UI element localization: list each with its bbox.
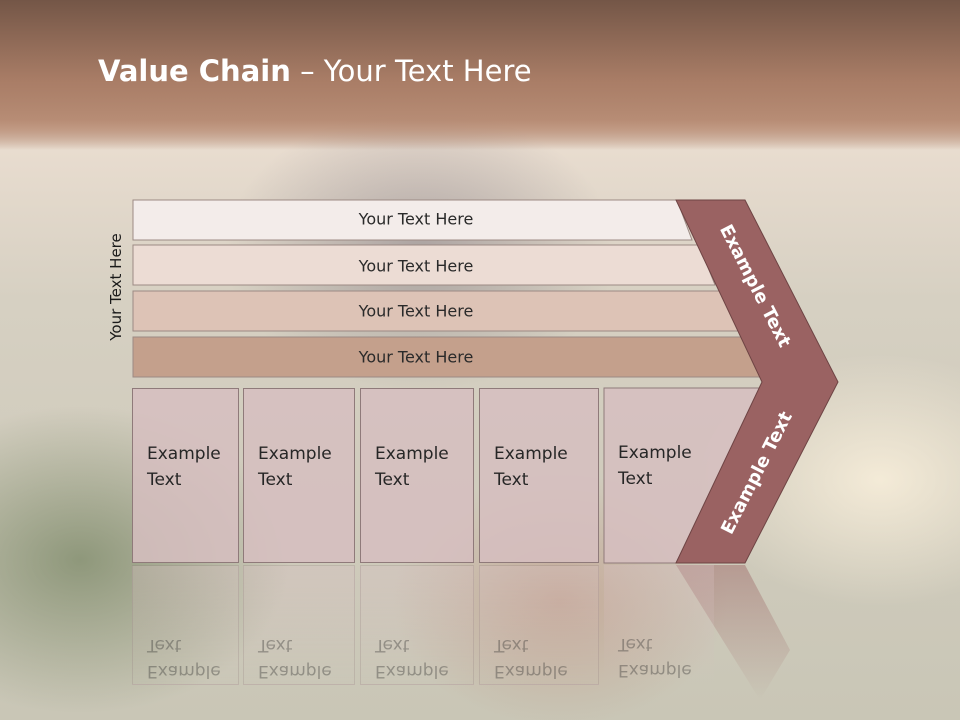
box-text-line1: Example bbox=[618, 443, 692, 463]
reflection-text-line1: Example bbox=[375, 661, 449, 681]
reflection-text-line1: Example bbox=[618, 660, 692, 680]
box-text-line1: Example bbox=[147, 444, 221, 464]
bar-label-4: Your Text Here bbox=[358, 347, 474, 367]
title-bold: Value Chain bbox=[98, 54, 291, 88]
box-reflection-2: Example Text bbox=[243, 565, 355, 685]
bar-shape-1[interactable] bbox=[132, 199, 693, 241]
box-reflection-1: Example Text bbox=[132, 565, 239, 685]
box-text-line2: Text bbox=[618, 469, 653, 489]
reflection-text-line2: Text bbox=[375, 635, 410, 655]
reflection-text-line2: Text bbox=[618, 634, 653, 654]
box-text-line2: Text bbox=[494, 470, 529, 490]
bar-label-3: Your Text Here bbox=[358, 301, 474, 321]
chevron-arrow[interactable] bbox=[675, 199, 839, 564]
reflection-text-line2: Text bbox=[494, 635, 529, 655]
box-reflection-5: Example Text bbox=[604, 565, 714, 685]
reflection-text-line2: Text bbox=[258, 635, 293, 655]
title-rest: – Your Text Here bbox=[290, 54, 532, 88]
reflection-text-line1: Example bbox=[147, 661, 221, 681]
reflection-text-line2: Text bbox=[147, 635, 182, 655]
box-reflection-3: Example Text bbox=[360, 565, 474, 685]
reflection-text-line1: Example bbox=[494, 661, 568, 681]
box-text-line1: Example bbox=[375, 444, 449, 464]
reflection-text-line1: Example bbox=[258, 661, 332, 681]
chevron-reflection bbox=[676, 565, 790, 700]
box-text-line2: Text bbox=[147, 470, 182, 490]
slide-title[interactable]: Value Chain – Your Text Here bbox=[98, 54, 532, 88]
box-text-line1: Example bbox=[494, 444, 568, 464]
bar-label-1: Your Text Here bbox=[358, 209, 474, 229]
bar-shape-2[interactable] bbox=[132, 244, 716, 286]
bar-label-2: Your Text Here bbox=[358, 256, 474, 276]
box-text-line1: Example bbox=[258, 444, 332, 464]
header-band bbox=[0, 0, 960, 150]
box-text-line2: Text bbox=[375, 470, 410, 490]
box-text-line2: Text bbox=[258, 470, 293, 490]
box-reflection-4: Example Text bbox=[479, 565, 599, 685]
